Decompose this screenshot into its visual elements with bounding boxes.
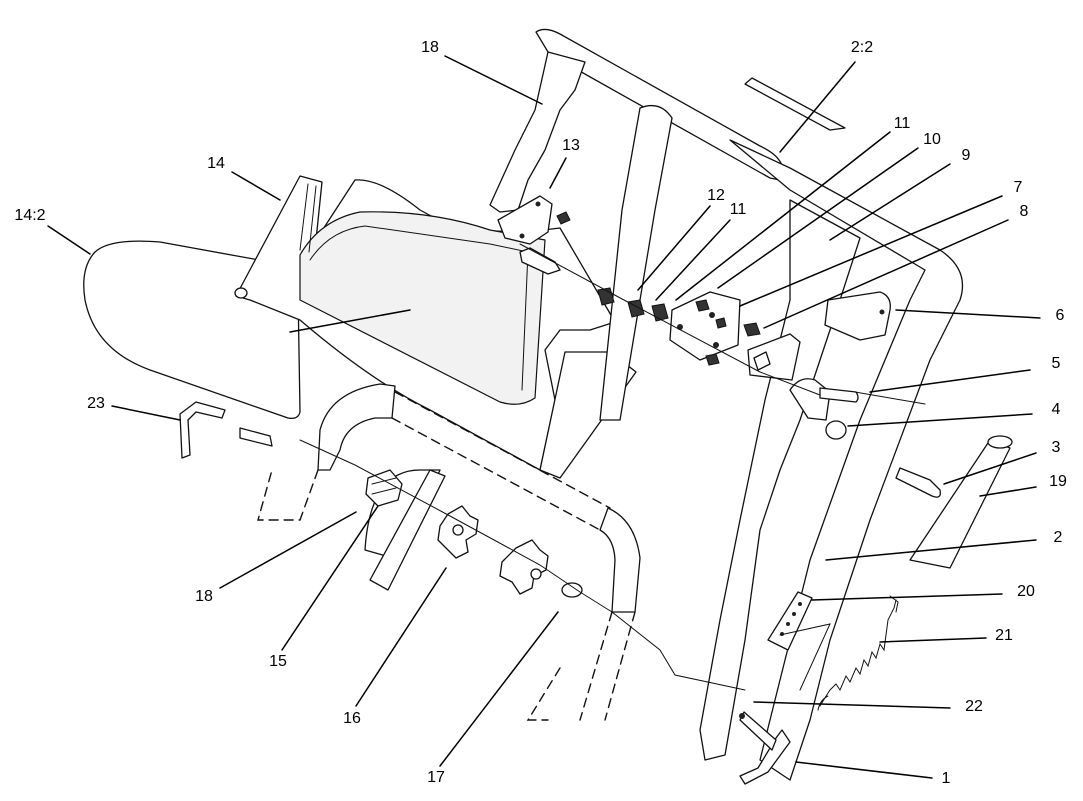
callout-12: 12 (707, 187, 725, 204)
callout-18-top: 18 (421, 39, 439, 56)
callout-2: 2 (1054, 529, 1063, 546)
leader-17 (439, 611, 559, 767)
callout-11-mid: 11 (730, 201, 747, 218)
callout-5: 5 (1052, 355, 1061, 372)
leader-16 (355, 567, 447, 707)
callout-22: 22 (965, 698, 983, 715)
leader-19 (979, 486, 1037, 497)
callout-7: 7 (1014, 179, 1023, 196)
assembly-axis-lines (299, 243, 926, 691)
callout-19: 19 (1049, 473, 1067, 490)
leader-21 (879, 637, 987, 643)
star-knob-lower (499, 539, 583, 598)
callout-16: 16 (343, 710, 361, 727)
leader-18-top (444, 55, 543, 105)
leader-20 (811, 593, 1003, 601)
leader-1 (795, 761, 933, 779)
callout-13: 13 (562, 137, 580, 154)
callout-23: 23 (87, 395, 105, 412)
leader-15 (281, 505, 379, 651)
leader-18-bottom (219, 511, 357, 589)
leader-14 (231, 171, 281, 201)
callout-2-2: 2:2 (851, 39, 873, 56)
callout-14: 14 (207, 155, 225, 172)
callout-4: 4 (1052, 401, 1061, 418)
leader-11-mid (655, 219, 731, 301)
callout-3: 3 (1052, 439, 1061, 456)
leader-6 (895, 309, 1041, 319)
u-pin (739, 711, 791, 785)
upper-handle (489, 28, 964, 781)
grip-tube (909, 435, 1013, 569)
leader-2-2 (779, 61, 856, 153)
leader-9 (829, 163, 951, 241)
leader-12 (637, 205, 711, 291)
u-pin-left (179, 401, 273, 459)
callout-18-bottom: 18 (195, 588, 213, 605)
adjuster-plate (767, 591, 813, 651)
callout-21: 21 (995, 627, 1013, 644)
callout-11-top: 11 (894, 115, 911, 132)
leader-4 (847, 413, 1033, 427)
callout-15: 15 (269, 653, 287, 670)
leader-8 (763, 219, 1009, 329)
leader-5 (869, 369, 1031, 393)
leader-7 (739, 195, 1003, 307)
callout-20: 20 (1017, 583, 1035, 600)
callout-9: 9 (962, 147, 971, 164)
callout-labels: 14:2 14 18 13 2:2 11 10 9 12 11 7 8 6 5 … (14, 39, 1067, 787)
leader-23 (111, 405, 181, 421)
leader-22 (753, 701, 951, 709)
latch-cam (365, 469, 403, 507)
leader-10 (717, 147, 919, 289)
callout-10: 10 (923, 131, 941, 148)
leader-13 (549, 157, 567, 189)
callout-17: 17 (427, 769, 445, 786)
star-knob-upper (437, 505, 479, 559)
callout-1: 1 (942, 770, 951, 787)
leader-2 (825, 539, 1037, 561)
callout-6: 6 (1056, 307, 1065, 324)
leader-11-top (675, 131, 891, 301)
callout-14-2: 14:2 (14, 207, 45, 224)
leader-3 (943, 452, 1037, 485)
leader-14-2-inner (289, 309, 411, 333)
callout-8: 8 (1020, 203, 1029, 220)
leader-lines (47, 55, 1041, 779)
leader-14-2 (47, 225, 91, 255)
small-bracket (497, 195, 571, 275)
